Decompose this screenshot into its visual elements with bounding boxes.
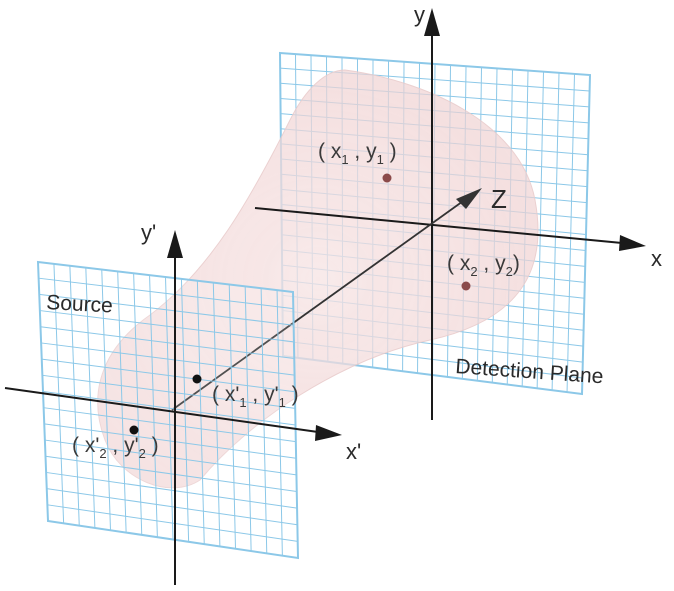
- source-axes: [4, 230, 342, 585]
- source-grid-gridline-h: [39, 310, 294, 343]
- detector-grid-gridline-h: [280, 67, 590, 92]
- y-axis-arrow-icon: [424, 8, 440, 36]
- detector-point-1: [382, 173, 392, 183]
- z-axis-arrow-icon: [456, 188, 482, 209]
- source-grid-gridline-h: [42, 391, 296, 426]
- source-point-1: [192, 374, 202, 384]
- x-axis-line: [254, 207, 623, 244]
- axis-label-xp: x': [346, 439, 361, 464]
- source-grid-gridline-h: [47, 504, 298, 542]
- source-grid-gridline-h: [40, 326, 295, 359]
- coord-label-p1-prime: ( x'1 , y'1 ): [212, 383, 299, 410]
- source-grid-gridline-h: [42, 374, 296, 409]
- source-grid-gridline-h: [41, 358, 295, 393]
- source-label: Source: [46, 291, 114, 317]
- x-axis-arrow-icon: [619, 235, 646, 251]
- source-grid-gridline-h: [44, 423, 297, 459]
- coord-label-p2-prime: ( x'2 , y'2 ): [72, 434, 159, 461]
- xp-axis-arrow-icon: [315, 425, 342, 441]
- source-point-2: [129, 425, 139, 435]
- xp-axis-line: [4, 387, 319, 433]
- source-grid-gridline-h: [45, 455, 297, 492]
- source-grid-gridline-h: [46, 471, 298, 509]
- source-grid-gridline-h: [38, 277, 294, 310]
- yp-axis-arrow-icon: [167, 230, 183, 258]
- source-grid-gridline-h: [39, 293, 294, 326]
- optical-axis: [171, 188, 482, 411]
- detector-point-2: [461, 281, 471, 291]
- axis-label-z: Z: [491, 184, 507, 214]
- source-grid-gridline-h: [44, 439, 297, 476]
- detector-axes: [254, 8, 646, 420]
- coord-label-p1: ( x1 , y1 ): [318, 140, 397, 167]
- coord-label-p2: ( x2 , y2): [447, 252, 520, 279]
- source-grid-gridline-h: [46, 488, 298, 526]
- source-grid-gridline-h: [43, 407, 296, 443]
- source-grid-gridline-h: [41, 342, 295, 376]
- axis-label-x: x: [651, 246, 662, 271]
- z-axis-line: [171, 198, 467, 411]
- axis-label-yp: y': [141, 220, 156, 245]
- axis-label-y: y: [414, 2, 425, 27]
